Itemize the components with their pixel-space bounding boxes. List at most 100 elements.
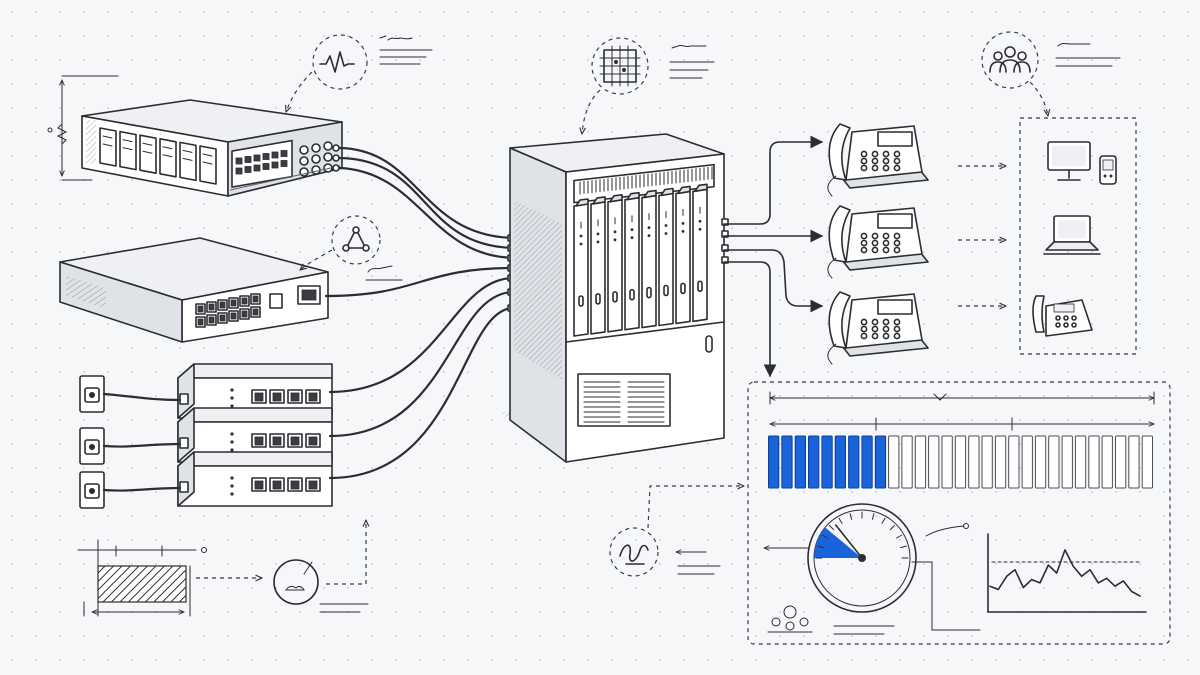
phone-key [1071,322,1077,328]
phone-key [893,325,901,333]
phone-key [893,318,901,326]
capacity-bar-used [781,435,793,489]
cable-plug [332,144,340,152]
device-links [958,166,1006,306]
server-port [244,166,252,173]
gauge-tick [900,545,907,549]
monitoring-dashboard [747,381,1171,645]
phone-key [871,157,879,165]
server-connector [311,143,321,153]
server-connector [299,145,309,155]
server-connector [323,152,333,162]
dimension-rulers [770,391,1154,431]
phone-key [893,239,901,247]
phone-key [1063,315,1069,321]
capacity-bar-free [1128,435,1140,489]
phone-key [882,157,890,165]
phone-key [882,246,890,254]
phone-display [877,131,913,147]
phone-key [882,150,890,158]
phone-key [871,246,879,254]
gauge-tick [881,517,886,524]
gauge-tick [817,545,824,549]
phone-key [1055,322,1061,328]
capacity-bar-free [941,435,953,489]
capacity-bar-used [848,435,860,489]
server-port [235,167,243,175]
poe-switch-stack [177,363,333,507]
phone-key [871,318,879,326]
mobile-phone [1099,155,1117,185]
poe-switch-3 [177,451,333,507]
capacity-bar-used [874,435,887,489]
gauge-tick [849,513,853,520]
cloud-icon [273,559,319,605]
waveform-badge [286,34,433,112]
capacity-meter [768,435,1153,489]
server-connector [311,154,321,164]
capacity-bar-used [794,435,807,489]
users-icon [989,46,1031,73]
server-port [262,163,270,170]
phone-key [882,332,890,340]
capacity-bar-free [1034,435,1047,489]
desk-phone-1 [827,123,929,197]
waveform-icon [319,51,355,73]
phone-key [893,332,901,340]
phone-display [877,213,913,229]
cable-plug [332,164,340,172]
wall-jack-3 [79,471,105,509]
desk-phone-3 [827,291,929,365]
handset [828,205,851,263]
phone-key [860,232,868,240]
server-port [235,157,243,165]
phone-key [860,325,868,333]
capacity-bar-free [928,435,940,489]
network-switch [59,237,329,343]
phone-key [860,246,868,254]
laptop [1043,215,1101,255]
gauge-tick [821,534,828,539]
phone-key [893,164,901,172]
cabinet-socket [721,244,729,252]
grid-icon [599,45,641,87]
server-connector [299,156,309,166]
blueprint-sketch [77,520,368,617]
phone-key [860,318,868,326]
phone-key [893,246,901,254]
capacity-bar-free [1008,435,1020,489]
desk-phone-2 [827,205,929,279]
desk-phones [827,123,929,365]
phone-key [893,157,901,165]
gauge-tick [889,525,895,531]
gauge-tick [838,517,843,524]
handset [828,291,851,349]
capacity-bar-free [981,435,993,489]
server-connector [311,165,321,175]
server-drive-slot [159,138,177,178]
phone-key [882,232,890,240]
phone-key [860,239,868,247]
capacity-bar-used [768,435,780,489]
phone-key [893,232,901,240]
phone-key [1071,315,1077,321]
outgoing-links [723,135,824,378]
grid-badge [582,37,715,134]
phone-key [860,332,868,340]
cabinet-socket [721,256,729,264]
phone-key [860,157,868,165]
poe-switch-2 [177,407,333,463]
cabinet-socket [721,230,729,238]
phone-key [860,150,868,158]
capacity-bar-free [901,435,913,489]
network-graph-badge [300,215,403,281]
gauge-tick [896,534,903,539]
phone-key [871,325,879,333]
phone-display [877,299,913,315]
capacity-bar-free [1115,435,1127,489]
phone-key [1063,322,1069,328]
desktop-computer [1047,141,1091,181]
capacity-bar-used [834,435,847,489]
capacity-bar-used [808,435,820,489]
phone-key [882,164,890,172]
